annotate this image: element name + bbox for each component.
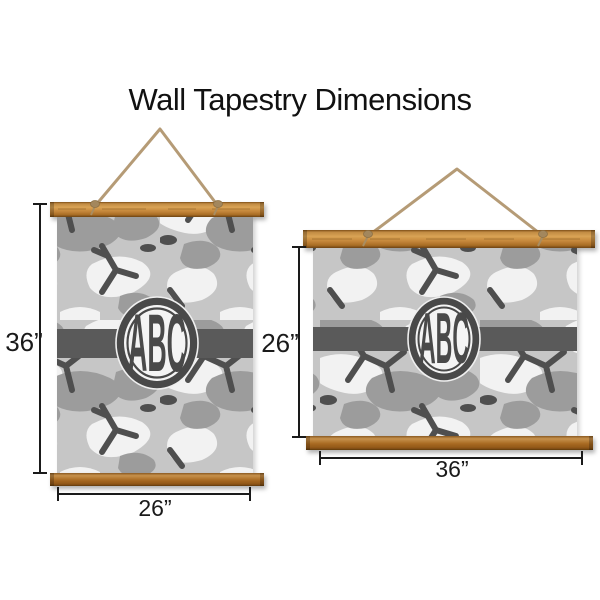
rope-knots [362,230,548,247]
dimension-landscape-width [319,451,583,465]
rope-knot-icon [213,200,223,208]
monogram-letters: ABC [419,299,469,379]
tapestry-landscape: ABC [303,167,595,450]
portrait-height-label: 36” [5,327,43,357]
dimension-portrait-width [57,487,251,501]
landscape-height-label: 26” [261,328,299,358]
tapestry-portrait: ABC [50,127,264,486]
tapestry-portrait-panel: ABC [57,217,253,473]
portrait-width-label: 26” [138,495,171,521]
hanging-rope [93,127,220,207]
monogram-landscape: ABC [407,296,481,382]
top-wood-dowel [50,202,264,217]
monogram-white-ring [124,305,190,381]
monogram-white-ring [415,304,473,374]
hanging-rope [367,167,544,238]
dimension-portrait-height [33,203,47,474]
monogram-inner-ring [417,306,471,372]
monogram-portrait: ABC [115,296,199,390]
rope-knots [90,200,223,216]
rope-knot-icon [90,200,100,208]
bottom-wood-dowel [306,436,593,450]
dimension-landscape-height [292,246,306,438]
landscape-width-label: 36” [435,456,468,482]
rope-knot-icon [363,230,373,238]
page-title: Wall Tapestry Dimensions [128,82,472,117]
tapestry-landscape-panel: ABC [313,248,577,436]
bottom-wood-dowel [50,473,264,486]
monogram-letters: ABC [128,298,186,389]
rope-knot-icon [538,230,548,238]
top-wood-dowel [303,230,595,248]
monogram-inner-ring [126,307,188,379]
